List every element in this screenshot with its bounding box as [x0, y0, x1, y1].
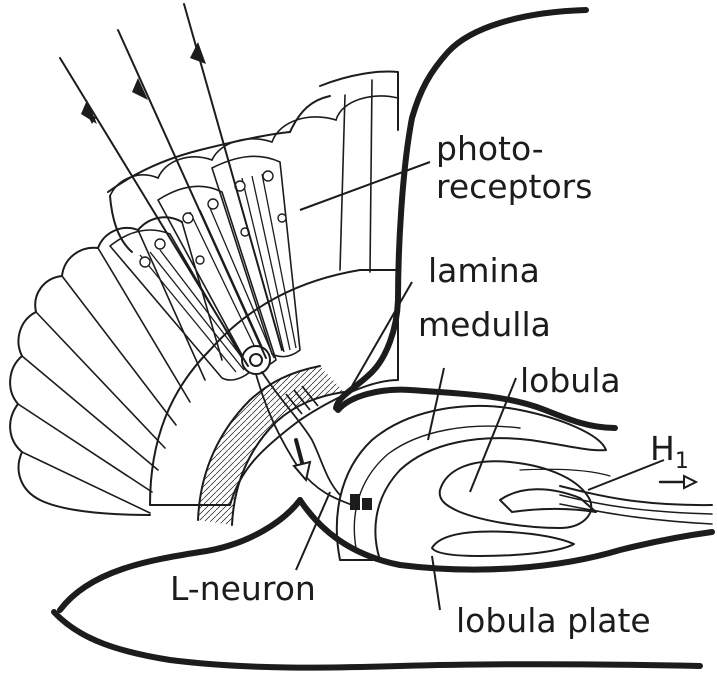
label-photoreceptors-line2: receptors: [436, 167, 592, 206]
compound-eye: [9, 70, 399, 516]
right-arrow-icon: [683, 474, 699, 490]
leader-lines: [295, 161, 665, 611]
leader-lobula-plate: [431, 555, 441, 611]
h1-axon-bundle: [519, 468, 713, 525]
leader-photoreceptors: [299, 161, 431, 211]
label-photoreceptors-line1: photo-: [436, 129, 544, 168]
leader-lamina: [351, 281, 413, 387]
ommatidia: [109, 155, 301, 381]
light-rays: [59, 3, 283, 367]
leader-medulla: [427, 367, 445, 441]
lamina-band: [197, 365, 345, 526]
leader-h1: [587, 459, 665, 491]
label-lobula-plate: lobula plate: [456, 601, 651, 640]
label-l-neuron: L-neuron: [170, 569, 316, 608]
leader-lobula: [469, 377, 517, 493]
leader-l-neuron: [295, 491, 331, 571]
down-arrow-icon: [292, 460, 312, 483]
label-lobula: lobula: [520, 361, 621, 400]
lobula: [438, 460, 597, 529]
head-outline: [51, 7, 715, 671]
medulla: [335, 405, 607, 561]
label-h1-subscript: 1: [675, 449, 689, 474]
label-lamina: lamina: [428, 251, 540, 290]
lobula-plate: [431, 530, 575, 557]
label-h1-main: H: [650, 429, 675, 468]
label-h1: H1: [650, 429, 689, 474]
labels: photo- receptors lamina medulla lobula H…: [170, 129, 689, 640]
label-medulla: medulla: [418, 305, 551, 344]
signal-arrows: [292, 438, 699, 490]
